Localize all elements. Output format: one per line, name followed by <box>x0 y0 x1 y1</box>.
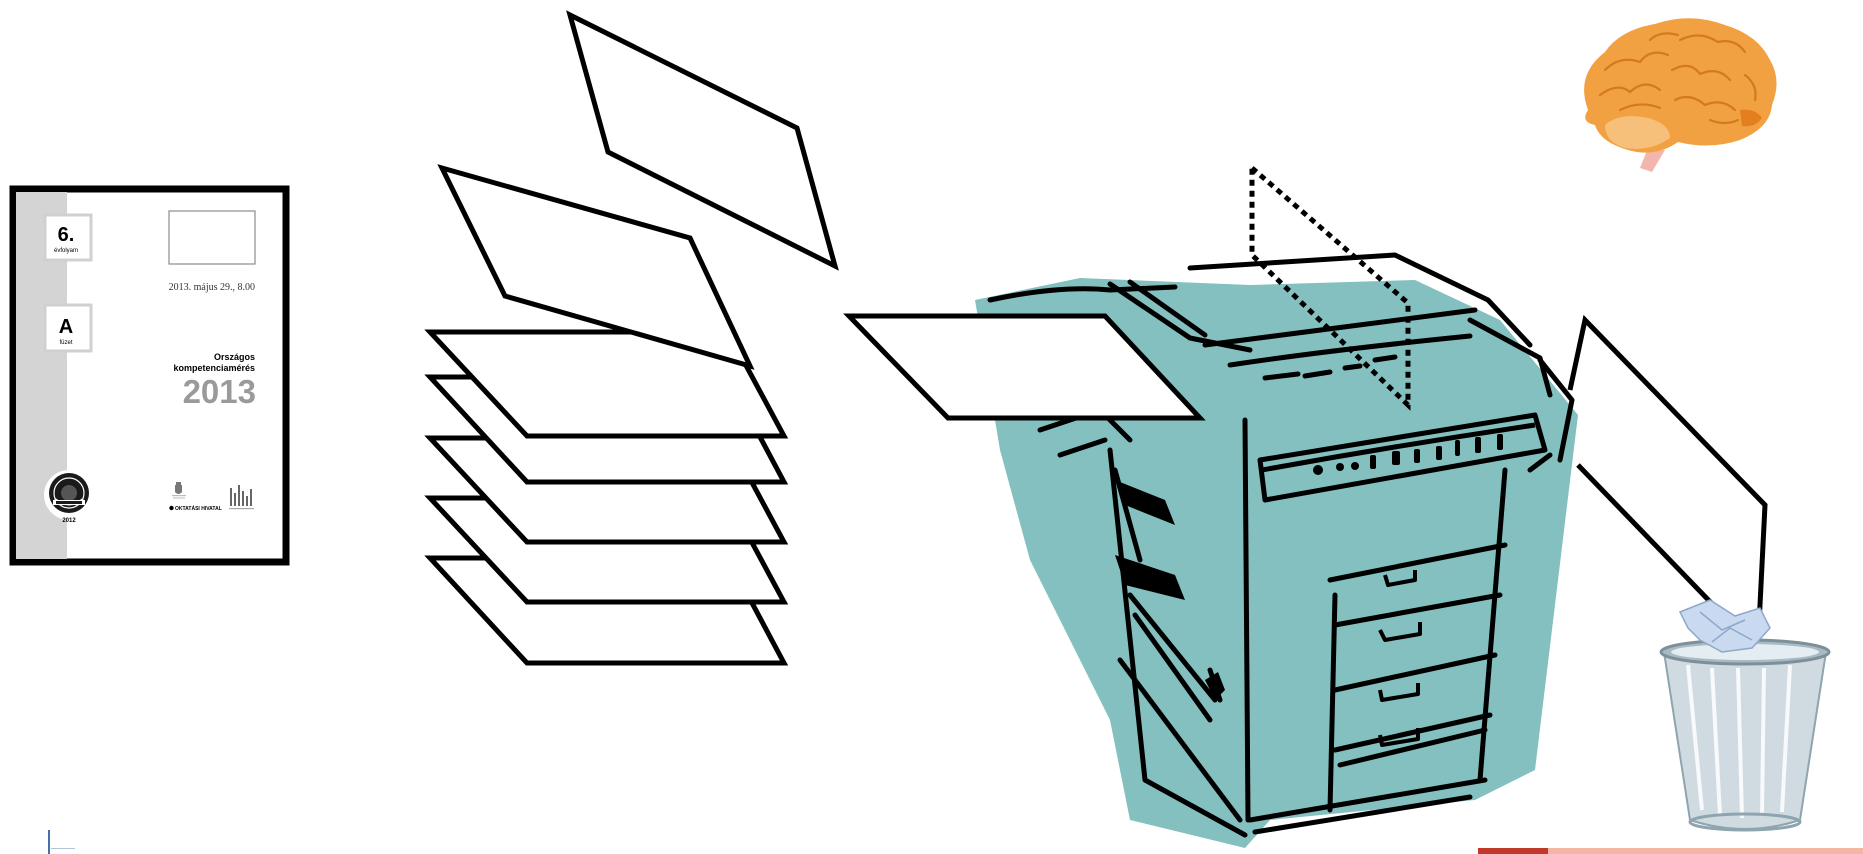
title-line-2: kompetenciamérés <box>173 363 255 373</box>
office-bullet <box>169 506 173 510</box>
seal-icon <box>44 470 94 520</box>
grade-label: évfolyam <box>54 248 78 254</box>
exam-date: 2013. május 29., 8.00 <box>169 282 255 293</box>
year-label: 2013 <box>183 373 256 410</box>
booklet-letter-label: füzet <box>59 340 72 346</box>
office-name: OKTATÁSI HIVATAL <box>175 505 222 512</box>
grade-number: 6. <box>58 224 75 246</box>
code-box <box>169 211 255 264</box>
cursor-fragment <box>48 830 50 854</box>
paper-stack <box>430 15 835 663</box>
output-sheet-right <box>1570 320 1765 645</box>
trash-bin-icon <box>1661 640 1829 830</box>
output-sheet-right-edge <box>1578 465 1720 612</box>
seal-year: 2012 <box>62 518 76 524</box>
cursor-fragment-shadow <box>51 848 75 849</box>
booklet-letter: A <box>59 316 73 338</box>
title-line-1: Országos <box>214 352 255 362</box>
brain-icon <box>1584 18 1776 172</box>
bottom-bar-accent <box>1478 848 1548 854</box>
test-booklet-cover: 6. évfolyam A füzet 2013. május 29., 8.0… <box>13 189 286 562</box>
